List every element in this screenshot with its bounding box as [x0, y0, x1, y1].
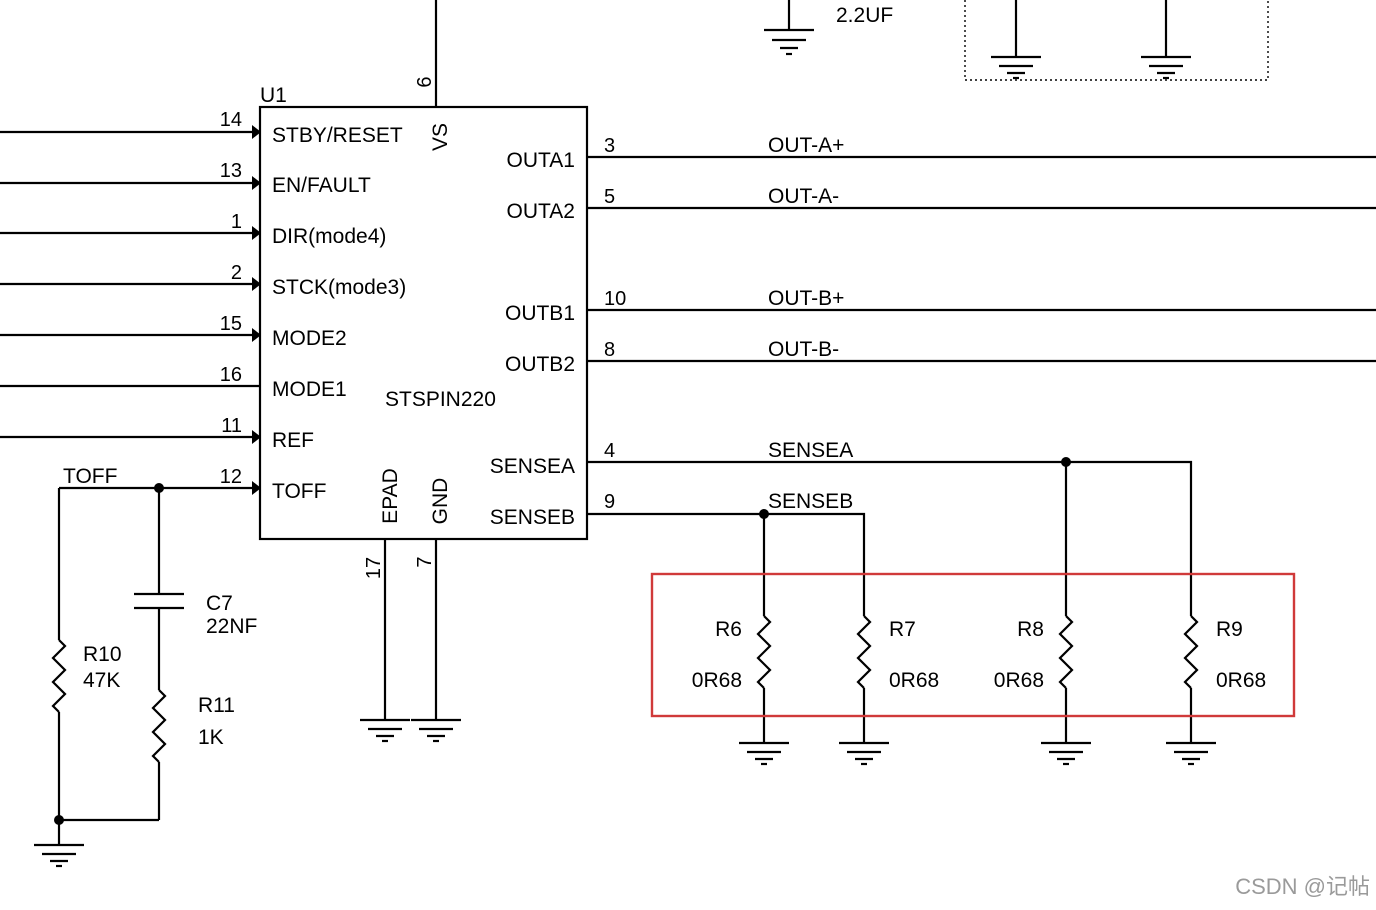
ic-body: [258, 105, 589, 541]
pin-number: 12: [220, 466, 242, 488]
pin-number: 8: [604, 339, 615, 361]
resistor-r6: [756, 615, 772, 689]
left-pin-14: 14 STBY/RESET: [0, 109, 403, 147]
pin-label: OUTB2: [505, 353, 575, 376]
left-pin-2: 2 STCK(mode3): [0, 262, 406, 299]
pin-number: 11: [221, 415, 242, 437]
pin-number: 14: [220, 109, 242, 131]
pin-label: DIR(mode4): [272, 225, 386, 248]
pin-label: SENSEB: [490, 506, 575, 529]
pin-number: 13: [220, 160, 242, 182]
pin-label: OUTA1: [507, 149, 575, 172]
net-label: SENSEB: [768, 490, 853, 513]
pin-number: 15: [220, 313, 242, 335]
pin-number: 6: [414, 76, 436, 87]
pin-number: 16: [220, 364, 242, 386]
pin-label: STBY/RESET: [272, 124, 403, 147]
ground-symbol: [764, 28, 814, 56]
resistor-ref: R8: [1017, 618, 1044, 641]
ground-symbol: [34, 843, 84, 868]
right-pin-4: 4 SENSEA SENSEA: [490, 439, 1193, 600]
resistor-value: 0R68: [889, 669, 939, 692]
pin-number: 5: [604, 186, 615, 208]
capacitor-value: 22NF: [206, 615, 257, 638]
net-label: SENSEA: [768, 439, 853, 462]
resistor-value: 1K: [198, 726, 224, 749]
pin-label: SENSEA: [490, 455, 575, 478]
resistor-ref: R11: [198, 694, 235, 717]
pin-number: 9: [604, 491, 615, 513]
resistor-value: 0R68: [1216, 669, 1266, 692]
pin-number: 1: [231, 211, 242, 233]
resistor-ref: R6: [715, 618, 742, 641]
net-label: OUT-A-: [768, 185, 839, 208]
right-pin-10: 10 OUTB1 OUT-B+: [505, 287, 1376, 325]
resistor-r7: [856, 615, 872, 689]
resistor-r9: [1183, 615, 1199, 689]
left-pin-11: 11 REF: [0, 415, 314, 452]
pin-number: 7: [414, 556, 436, 567]
resistor-r8: [1058, 615, 1074, 689]
pin-label: TOFF: [272, 480, 326, 503]
pin-number: 17: [363, 557, 385, 579]
left-pin-12: 12 TOFF: [59, 466, 326, 503]
pin-number: 10: [604, 288, 626, 310]
resistor-r10: [51, 639, 67, 713]
ground-symbol: [1166, 741, 1216, 766]
pin-number: 4: [604, 440, 615, 462]
right-pin-9: 9 SENSEB SENSEB: [490, 490, 866, 600]
pin-label: REF: [272, 429, 314, 452]
net-label: OUT-A+: [768, 134, 844, 157]
pin-number: 2: [231, 262, 242, 284]
resistor-ref: R7: [889, 618, 916, 641]
sense-resistors: R6 0R68 R7 0R68 R8 0R68 R9 0R68: [650, 457, 1296, 766]
pin-label: STCK(mode3): [272, 276, 406, 299]
ground-symbol: [991, 55, 1041, 80]
right-pin-8: 8 OUTB2 OUT-B-: [505, 338, 1376, 376]
pin-label: VS: [429, 123, 452, 151]
resistor-r11: [151, 689, 167, 763]
left-pin-1: 1 DIR(mode4): [0, 211, 386, 248]
pin-label: MODE2: [272, 327, 347, 350]
ground-symbol: [360, 718, 410, 743]
pin-label: OUTA2: [507, 200, 575, 223]
capacitor-ref: C7: [206, 592, 233, 615]
toff-network: TOFF R10 47K C7 22NF R11 1K: [34, 465, 257, 868]
ic-part: STSPIN220: [385, 388, 496, 411]
resistor-value: 47K: [83, 669, 120, 692]
resistor-ref: R9: [1216, 618, 1243, 641]
ic-ref: U1: [260, 84, 287, 107]
left-pin-13: 13 EN/FAULT: [0, 160, 371, 197]
pin-label: EN/FAULT: [272, 174, 371, 197]
resistor-value: 0R68: [692, 669, 742, 692]
net-label: OUT-B-: [768, 338, 839, 361]
ground-symbol: [411, 718, 461, 743]
left-pin-15: 15 MODE2: [0, 313, 347, 350]
ground-symbol: [1041, 741, 1091, 766]
right-pin-5: 5 OUTA2 OUT-A-: [507, 185, 1376, 223]
ground-symbol: [739, 741, 789, 766]
top-cap-region: 2.2UF: [764, 0, 893, 56]
pin-number: 3: [604, 135, 615, 157]
ground-symbol: [839, 741, 889, 766]
toff-net-label: TOFF: [63, 465, 117, 488]
resistor-value: 0R68: [994, 669, 1044, 692]
left-pin-16: 16 MODE1: [0, 364, 347, 401]
top-cap-value: 2.2UF: [836, 4, 893, 27]
watermark: CSDN @记帖: [1235, 874, 1370, 899]
ground-symbol: [1141, 55, 1191, 80]
resistor-ref: R10: [83, 643, 122, 666]
right-pin-3: 3 OUTA1 OUT-A+: [507, 134, 1376, 172]
highlight-box: [650, 572, 1296, 718]
pin-label: EPAD: [379, 468, 402, 524]
pin-label: OUTB1: [505, 302, 575, 325]
pin-label: MODE1: [272, 378, 347, 401]
ic-u1: U1 STSPIN220 6 VS 17 7 EPAD GND 14: [0, 0, 1376, 743]
pin-label: GND: [429, 478, 452, 525]
net-label: OUT-B+: [768, 287, 844, 310]
dotted-box-region: [964, 0, 1269, 81]
